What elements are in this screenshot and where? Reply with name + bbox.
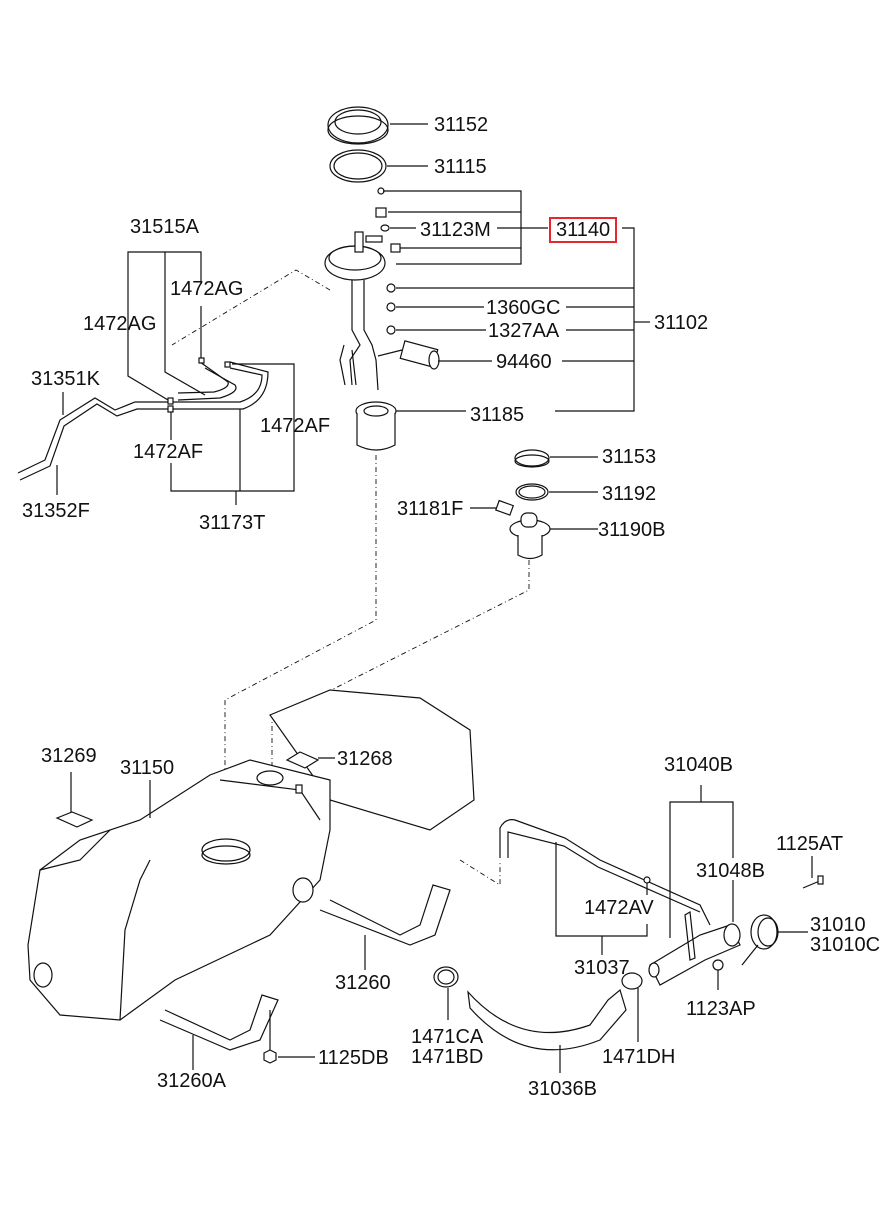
fuel-pump-assembly-drawing [324, 231, 440, 391]
part-label-1472AV[interactable]: 1472AV [584, 897, 654, 919]
bolt-1125DB-drawing [263, 1010, 277, 1064]
fuel-tank-31150-drawing [27, 689, 475, 1021]
part-label-1472AF-right[interactable]: 1472AF [260, 415, 331, 437]
cover-31190B-drawing [509, 512, 551, 560]
part-label-31010C[interactable]: 31010C [810, 934, 881, 956]
lock-ring-31152-drawing [327, 106, 389, 145]
part-label-31515A[interactable]: 31515A [130, 216, 199, 238]
part-label-31260[interactable]: 31260 [335, 972, 391, 994]
part-label-31173T[interactable]: 31173T [199, 512, 266, 534]
part-label-94460[interactable]: 94460 [496, 351, 552, 373]
part-label-1471CA[interactable]: 1471CA [411, 1026, 484, 1048]
part-label-31102[interactable]: 31102 [654, 312, 709, 334]
gasket-31115-drawing [329, 149, 387, 183]
part-label-1472AF-lower[interactable]: 1472AF [133, 441, 204, 463]
part-label-31181F[interactable]: 31181F [397, 498, 464, 520]
part-label-1327AA[interactable]: 1327AA [488, 320, 560, 342]
part-label-31115[interactable]: 31115 [434, 156, 487, 178]
part-label-31037[interactable]: 31037 [574, 957, 630, 979]
screw-1125AT-drawing [802, 875, 824, 889]
fuel-lines-drawing [17, 361, 269, 481]
part-label-31010[interactable]: 31010 [810, 914, 866, 936]
part-label-31123M[interactable]: 31123M [420, 219, 491, 241]
part-label-31352F[interactable]: 31352F [22, 500, 90, 522]
part-label-31153[interactable]: 31153 [602, 446, 657, 468]
part-label-31268[interactable]: 31268 [337, 748, 393, 770]
part-label-1471DH[interactable]: 1471DH [602, 1046, 676, 1068]
part-label-31260A[interactable]: 31260A [157, 1070, 226, 1092]
fuel-filter-31185-drawing [355, 401, 397, 451]
part-label-1123AP[interactable]: 1123AP [686, 998, 756, 1020]
part-label-31152[interactable]: 31152 [434, 114, 489, 136]
part-label-31040B[interactable]: 31040B [664, 754, 733, 776]
part-label-1125DB[interactable]: 1125DB [318, 1047, 389, 1069]
part-label-31048B[interactable]: 31048B [696, 860, 765, 882]
part-label-31185[interactable]: 31185 [470, 404, 525, 426]
part-label-31192[interactable]: 31192 [602, 483, 657, 505]
part-label-1125AT[interactable]: 1125AT [776, 833, 844, 855]
part-label-31351K[interactable]: 31351K [31, 368, 100, 390]
part-label-31150[interactable]: 31150 [120, 757, 175, 779]
fuel-cap-31010-drawing [741, 914, 779, 966]
part-label-31269[interactable]: 31269 [41, 745, 97, 767]
part-label-1472AG-left[interactable]: 1472AG [83, 313, 157, 335]
part-label-31036B[interactable]: 31036B [528, 1078, 597, 1100]
part-label-1360GC[interactable]: 1360GC [486, 297, 561, 319]
part-label-31190B[interactable]: 31190B [598, 519, 666, 541]
fuel-sender-94460-drawing [377, 340, 440, 370]
part-label-1471BD[interactable]: 1471BD [411, 1046, 484, 1068]
part-label-31140-highlighted[interactable]: 31140 [549, 217, 618, 243]
part-label-1472AG-upper[interactable]: 1472AG [170, 278, 244, 300]
